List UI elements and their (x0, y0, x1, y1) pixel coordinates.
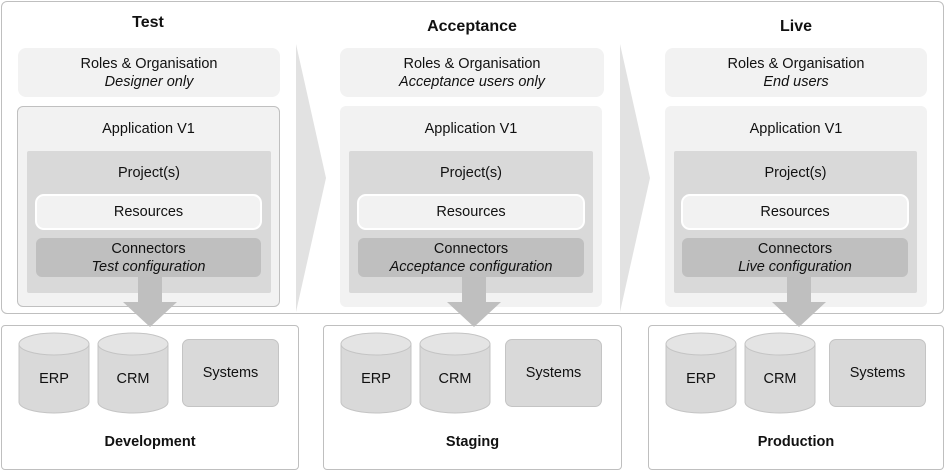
connectors-box-test: Connectors Test configuration (36, 238, 261, 277)
arrow-down-icon (772, 275, 826, 327)
projects-label: Project(s) (439, 165, 503, 181)
connectors-title: Connectors (433, 240, 509, 257)
database-cylinder-icon (97, 332, 169, 414)
database-label-erp: ERP (686, 371, 716, 387)
environment-label-staging: Staging (445, 434, 500, 450)
application-label: Application V1 (424, 121, 518, 137)
systems-box: Systems (505, 339, 602, 407)
roles-box-acceptance: Roles & Organisation Acceptance users on… (340, 48, 604, 97)
database-label-crm: CRM (438, 371, 472, 387)
projects-label: Project(s) (117, 165, 181, 181)
connectors-subtitle: Test configuration (91, 258, 206, 275)
database-label-crm: CRM (116, 371, 150, 387)
database-label-erp: ERP (39, 371, 69, 387)
application-label: Application V1 (102, 121, 195, 137)
connectors-subtitle: Live configuration (738, 258, 852, 275)
database-cylinder-icon (419, 332, 491, 414)
connectors-title: Connectors (757, 240, 833, 257)
roles-box-test: Roles & Organisation Designer only (18, 48, 280, 97)
roles-subtitle: End users (763, 73, 829, 90)
resources-box: Resources (357, 194, 585, 230)
chevron-right-icon (620, 44, 650, 312)
chevron-right-icon (296, 44, 326, 312)
database-label-crm: CRM (763, 371, 797, 387)
roles-title: Roles & Organisation (80, 55, 218, 72)
environment-label-production: Production (757, 434, 835, 450)
column-title-acceptance: Acceptance (427, 18, 517, 35)
systems-box: Systems (182, 339, 279, 407)
environment-label-development: Development (104, 434, 196, 450)
column-title-test: Test (132, 14, 164, 31)
arrow-down-icon (123, 275, 177, 327)
database-cylinder-icon (665, 332, 737, 414)
roles-title: Roles & Organisation (727, 55, 865, 72)
arrow-down-icon (447, 275, 501, 327)
connectors-box-live: Connectors Live configuration (682, 238, 908, 277)
projects-label: Project(s) (764, 165, 827, 181)
roles-subtitle: Designer only (104, 73, 194, 90)
roles-subtitle: Acceptance users only (399, 73, 545, 90)
roles-box-live: Roles & Organisation End users (665, 48, 927, 97)
resources-box: Resources (35, 194, 262, 230)
connectors-subtitle: Acceptance configuration (389, 258, 553, 275)
column-title-live: Live (779, 18, 812, 35)
database-cylinder-icon (340, 332, 412, 414)
systems-box: Systems (829, 339, 926, 407)
resources-box: Resources (681, 194, 909, 230)
roles-title: Roles & Organisation (403, 55, 541, 72)
database-label-erp: ERP (361, 371, 391, 387)
connectors-title: Connectors (111, 240, 186, 257)
database-cylinder-icon (744, 332, 816, 414)
connectors-box-acceptance: Connectors Acceptance configuration (358, 238, 584, 277)
application-label: Application V1 (749, 121, 843, 137)
database-cylinder-icon (18, 332, 90, 414)
